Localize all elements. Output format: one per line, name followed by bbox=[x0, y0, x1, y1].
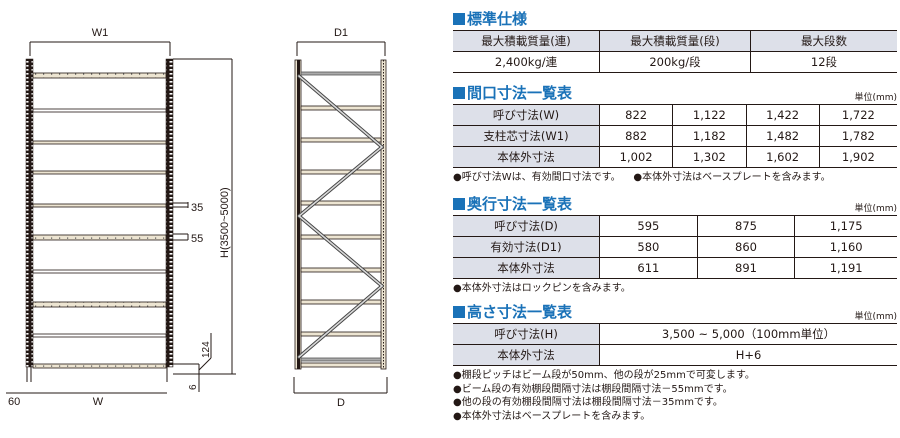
row-label: 本体外寸法 bbox=[453, 344, 600, 366]
note: ●本体外寸法はベースプレートを含みます。 bbox=[453, 410, 651, 422]
unit-label: 単位(mm) bbox=[854, 312, 897, 322]
table-row: 支柱芯寸法(W1) 882 1,182 1,482 1,782 bbox=[453, 125, 897, 147]
cell: H+6 bbox=[599, 344, 897, 366]
cell: 1,182 bbox=[672, 125, 747, 147]
height-table: 呼び寸法(H) 3,500 ~ 5,000（100mm単位） 本体外寸法 H+6 bbox=[453, 323, 897, 366]
dim-w: W bbox=[93, 396, 104, 408]
cell: 1,602 bbox=[745, 146, 820, 168]
cell: 1,722 bbox=[818, 104, 897, 126]
section-title: 高さ寸法一覧表 bbox=[467, 303, 573, 321]
table-row: 有効寸法(D1) 580 860 1,160 bbox=[453, 236, 897, 258]
depth-section: 奥行寸法一覧表 単位(mm) 呼び寸法(D) 595 875 1,175 有効寸… bbox=[453, 193, 897, 296]
cell: 1,302 bbox=[672, 146, 747, 168]
dim-height: H(3500~5000) bbox=[219, 187, 231, 258]
row-label: 呼び寸法(W) bbox=[453, 104, 600, 126]
table-row: 本体外寸法 H+6 bbox=[453, 344, 897, 366]
cell: 822 bbox=[599, 104, 673, 126]
table-row: 呼び寸法(D) 595 875 1,175 bbox=[453, 215, 897, 237]
cell: 200kg/段 bbox=[599, 51, 751, 73]
depth-table: 呼び寸法(D) 595 875 1,175 有効寸法(D1) 580 860 1… bbox=[453, 215, 897, 279]
cell: 860 bbox=[696, 236, 795, 258]
row-label: 支柱芯寸法(W1) bbox=[453, 125, 600, 147]
dim-60: 60 bbox=[8, 396, 20, 408]
table-row: 本体外寸法 1,002 1,302 1,602 1,902 bbox=[453, 146, 897, 168]
note: ●呼び寸法Wは、有効間口寸法です。 bbox=[453, 172, 621, 183]
row-label: 呼び寸法(D) bbox=[453, 215, 600, 237]
header-cell: 最大積載質量(連) bbox=[453, 30, 600, 52]
cell: 1,902 bbox=[818, 146, 897, 168]
dim-d1: D1 bbox=[334, 27, 348, 39]
cell: 1,122 bbox=[672, 104, 747, 126]
cell: 1,002 bbox=[599, 146, 673, 168]
table-row: 本体外寸法 611 891 1,191 bbox=[453, 257, 897, 279]
cell: 2,400kg/連 bbox=[453, 51, 600, 73]
dim-6: 6 bbox=[188, 384, 199, 390]
front-elevation: W1 35 55 H(3500~5000) bbox=[6, 27, 236, 408]
cell: 1,782 bbox=[818, 125, 897, 147]
cell: 580 bbox=[599, 236, 698, 258]
unit-label: 単位(mm) bbox=[854, 93, 897, 103]
cell: 611 bbox=[599, 257, 698, 279]
header-cell: 最大段数 bbox=[749, 30, 897, 52]
width-section: 間口寸法一覧表 単位(mm) 呼び寸法(W) 822 1,122 1,422 1… bbox=[453, 82, 897, 185]
table-header-row: 最大積載質量(連) 最大積載質量(段) 最大段数 bbox=[453, 30, 897, 52]
cell: 1,175 bbox=[794, 215, 897, 237]
square-bullet-icon bbox=[453, 306, 465, 318]
dim-d: D bbox=[337, 397, 345, 409]
cell: 1,482 bbox=[745, 125, 820, 147]
dim-124: 124 bbox=[201, 341, 212, 358]
section-title: 間口寸法一覧表 bbox=[467, 84, 573, 102]
row-label: 呼び寸法(H) bbox=[453, 323, 600, 345]
note: ●本体外寸法はロックピンを含みます。 bbox=[453, 283, 631, 294]
cell: 3,500 ~ 5,000（100mm単位） bbox=[599, 323, 897, 345]
row-label: 本体外寸法 bbox=[453, 146, 600, 168]
dim-35: 35 bbox=[191, 202, 203, 214]
table-row: 2,400kg/連 200kg/段 12段 bbox=[453, 51, 897, 73]
header-cell: 最大積載質量(段) bbox=[599, 30, 751, 52]
row-label: 本体外寸法 bbox=[453, 257, 600, 279]
cell: 595 bbox=[599, 215, 698, 237]
side-elevation: D1 D bbox=[293, 27, 388, 409]
cell: 1,191 bbox=[794, 257, 897, 279]
cell: 1,160 bbox=[794, 236, 897, 258]
cell: 882 bbox=[599, 125, 673, 147]
note: ●ビーム段の有効棚段間隔寸法は棚段間隔寸法－55mmです。 bbox=[453, 383, 733, 395]
dim-w1: W1 bbox=[92, 27, 109, 39]
note: ●他の段の有効棚段間隔寸法は棚段間隔寸法－35mmです。 bbox=[453, 397, 723, 408]
cell: 891 bbox=[696, 257, 795, 279]
width-table: 呼び寸法(W) 822 1,122 1,422 1,722 支柱芯寸法(W1) … bbox=[453, 104, 897, 168]
section-title: 奥行寸法一覧表 bbox=[467, 195, 573, 213]
square-bullet-icon bbox=[453, 13, 465, 25]
square-bullet-icon bbox=[453, 87, 465, 99]
row-label: 有効寸法(D1) bbox=[453, 236, 600, 258]
standard-spec-table: 最大積載質量(連) 最大積載質量(段) 最大段数 2,400kg/連 200kg… bbox=[453, 30, 897, 73]
standard-spec-section: 標準仕様 最大積載質量(連) 最大積載質量(段) 最大段数 2,400kg/連 … bbox=[453, 8, 897, 73]
rack-drawings: W1 35 55 H(3500~5000) bbox=[6, 27, 388, 409]
note: ●棚段ピッチはビーム段が50mm、他の段が25mmで可変します。 bbox=[453, 370, 755, 381]
table-row: 呼び寸法(W) 822 1,122 1,422 1,722 bbox=[453, 104, 897, 126]
unit-label: 単位(mm) bbox=[854, 204, 897, 214]
note: ●本体外寸法はベースプレートを含みます。 bbox=[633, 172, 831, 183]
cell: 12段 bbox=[749, 51, 897, 73]
cell: 1,422 bbox=[745, 104, 820, 126]
square-bullet-icon bbox=[453, 198, 465, 210]
cell: 875 bbox=[696, 215, 795, 237]
dim-55: 55 bbox=[191, 233, 203, 245]
section-title: 標準仕様 bbox=[467, 10, 528, 28]
height-section: 高さ寸法一覧表 単位(mm) 呼び寸法(H) 3,500 ~ 5,000（100… bbox=[453, 301, 897, 423]
table-row: 呼び寸法(H) 3,500 ~ 5,000（100mm単位） bbox=[453, 323, 897, 345]
